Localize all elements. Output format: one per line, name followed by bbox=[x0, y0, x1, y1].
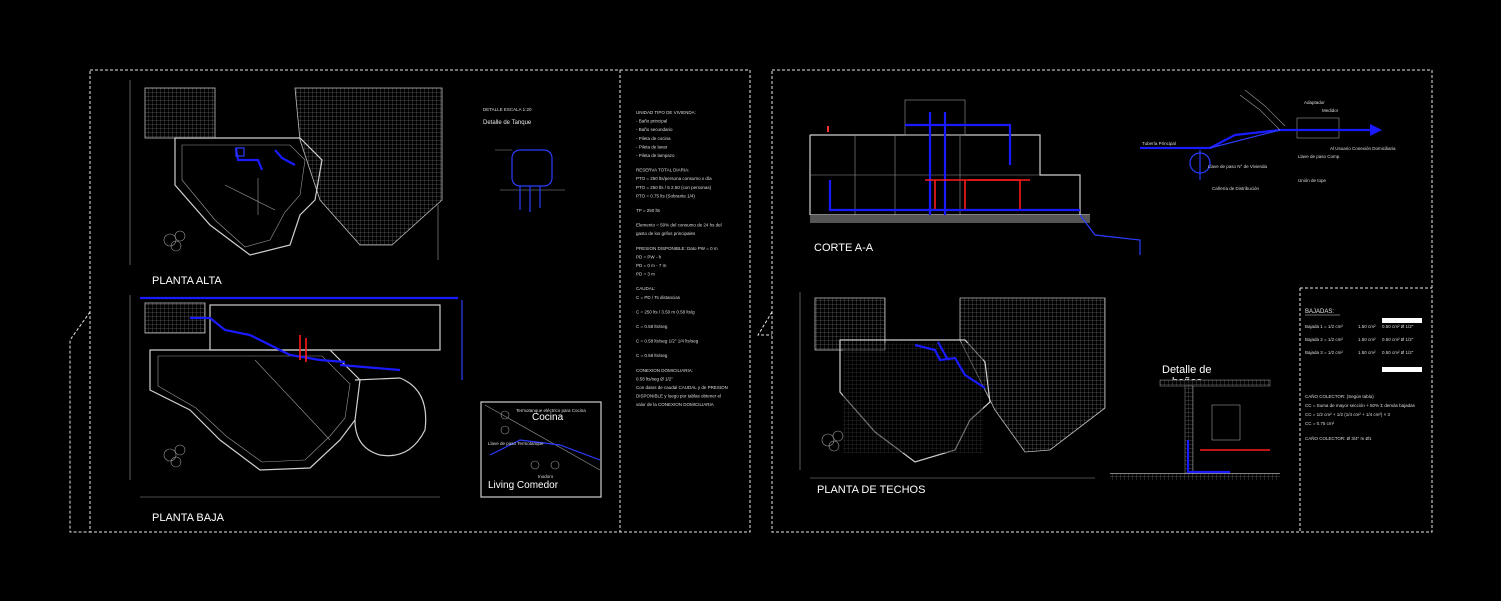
planta-techos-plan bbox=[799, 292, 1106, 479]
corte-aa-title: CORTE A-A bbox=[814, 242, 874, 254]
table-row-a: 1.50 cm² bbox=[1358, 324, 1376, 329]
table-row-label: Bajada 2 = 1/2 cm² bbox=[1305, 337, 1343, 342]
detail-box-label-3: Inodoro bbox=[538, 474, 554, 479]
notes-line: 0.58 lts/seg Ø 1/2" bbox=[636, 376, 673, 381]
table-cano-result: CAÑO COLECTOR: Ø 3/4" m Ø1 bbox=[1305, 435, 1372, 441]
notes-line: valor de la CONEXION DOMICILIARIA bbox=[636, 402, 714, 407]
conn-label-8: Unión de tope bbox=[1298, 178, 1327, 183]
sheet-right: CORTE A-A Tubería Principal Llave de pas… bbox=[757, 69, 1433, 533]
notes-line: - Pileta de cocina bbox=[636, 136, 671, 141]
planta-baja-plan bbox=[129, 295, 463, 498]
detail-box-living: Living Comedor bbox=[488, 480, 559, 491]
notes-line: Con datos de caudal CAUDAL y de PRESION bbox=[636, 385, 728, 390]
notes-line: TP = 250 lts bbox=[636, 208, 661, 213]
sheet-left: PLANTA ALTA PLANTA BAJA DETALLE ESCALA 1… bbox=[69, 69, 751, 533]
table-cano-title: CAÑO COLECTOR: (Según tabla) bbox=[1305, 393, 1374, 399]
conn-label-2: Llave de paso N° de Vivienda bbox=[1208, 164, 1268, 169]
detalle-banos: Detalle de baños bbox=[1110, 364, 1280, 480]
connection-detail: Tubería Principal Llave de paso N° de Vi… bbox=[1140, 89, 1396, 191]
notes-line: DISPONIBLE y luego por tablas obtener el bbox=[636, 394, 721, 399]
notes-line: PD = 3 m bbox=[636, 272, 655, 277]
table-cano-line: CC = Suma de mayor sección + 50% Σ demás… bbox=[1305, 403, 1416, 408]
notes-line: CAUDAL: bbox=[636, 286, 656, 291]
planta-baja-title: PLANTA BAJA bbox=[152, 512, 225, 524]
detail-box-label-1: Termotanque eléctrico para Cocina bbox=[516, 408, 586, 413]
planta-techos-title: PLANTA DE TECHOS bbox=[817, 484, 925, 496]
detail-box-cocina: Cocina bbox=[532, 412, 564, 423]
bajadas-table: BAJADAS: Bajada 1 = 1/2 cm² 1.50 cm² 0.50 … bbox=[1305, 309, 1422, 441]
conn-label-3: Cañería de Distribución bbox=[1212, 186, 1260, 191]
notes-line: C = 0.58 lts/seg bbox=[636, 353, 668, 358]
table-row-label: Bajada 3 = 1/2 cm² bbox=[1305, 350, 1343, 355]
notes-line: - Pileta de lampazo bbox=[636, 153, 675, 158]
sheet-left-notch bbox=[69, 311, 91, 533]
tank-detail-subtitle: Detalle de Tanque bbox=[483, 120, 532, 126]
table-cano-line: CC = 0.75 cm² bbox=[1305, 421, 1335, 426]
notes-line: RESERVA TOTAL DIARIA: bbox=[636, 168, 689, 173]
tank-detail-title: DETALLE ESCALA 1:20 bbox=[483, 107, 532, 112]
notes-line: - Baño secundario bbox=[636, 127, 673, 132]
notes-line: PRESION DISPONIBLE: Dato PW = 0 m bbox=[636, 246, 718, 251]
table-row-a: 1.50 cm² bbox=[1358, 350, 1376, 355]
conn-label-4: Al Usuario Conexión Domiciliaria bbox=[1330, 146, 1396, 151]
notes-line: CONEXION DOMICILIARIA: bbox=[636, 368, 693, 373]
planta-alta-title: PLANTA ALTA bbox=[152, 275, 222, 287]
table-row-label: Bajada 1 = 1/2 cm² bbox=[1305, 324, 1343, 329]
table-row-a: 1.50 cm² bbox=[1358, 337, 1376, 342]
planta-alta-plan bbox=[129, 80, 443, 265]
notes-line: PD = 0 m - 7 m bbox=[636, 263, 667, 268]
sheet-right-border bbox=[771, 69, 1433, 533]
notes-line: C = 250 lts / 3.50 m 0.58 lts/g bbox=[636, 309, 695, 314]
table-cano-line: CC = 1/2 cm² + 1/2 (1/4 cm² + 1/4 cm²) ×… bbox=[1305, 412, 1391, 417]
table-title: BAJADAS: bbox=[1305, 309, 1334, 315]
sheet-left-border bbox=[89, 69, 751, 533]
notes-line: PD = PW - h bbox=[636, 254, 662, 259]
notes-line: - Pileta de lavar bbox=[636, 144, 668, 149]
notes-line: gasto de los grifos principales bbox=[636, 231, 696, 236]
notes-line: C = 0.58 lts/seg 1/2" 1/4 lts/seg bbox=[636, 339, 699, 344]
detalle-banos-title-1: Detalle de bbox=[1162, 364, 1212, 376]
notes-line: PTO = 0.75 lts (Sobrante 1/4) bbox=[636, 193, 695, 198]
table-row-b: 0.50 cm² Ø 1/2" bbox=[1382, 324, 1414, 329]
conn-label-5: Medidor bbox=[1322, 108, 1339, 113]
conn-label-7: Llave de paso Comp. bbox=[1298, 154, 1341, 159]
conn-label-6: Adaptador bbox=[1304, 100, 1325, 105]
notes-line: PTO = 250 lts/persona consumo x día bbox=[636, 176, 712, 181]
notes-line: Elemento = 50% del consumo de 24 hs del bbox=[636, 223, 722, 228]
table-row-b: 0.50 cm² Ø 1/2" bbox=[1382, 350, 1414, 355]
corte-aa-section bbox=[809, 99, 1141, 255]
tank-detail: DETALLE ESCALA 1:20 Detalle de Tanque bbox=[483, 107, 565, 212]
detail-box: Cocina Living Comedor Termotanque eléctr… bbox=[480, 401, 602, 498]
notes-line: C = 0.58 lts/seg bbox=[636, 324, 668, 329]
notes-line: PTO = 250 lts / 5 2.50 (con personas) bbox=[636, 185, 712, 190]
conn-label-1: Tubería Principal bbox=[1142, 141, 1176, 146]
detail-box-label-2: Llave de paso Termotanque bbox=[488, 441, 544, 446]
notes-line: UNIDAD TIPO DE VIVIENDA: bbox=[636, 110, 696, 115]
notes-column: UNIDAD TIPO DE VIVIENDA: - Baño principal… bbox=[636, 110, 728, 407]
notes-line: C = PD / Ts distancias bbox=[636, 295, 681, 300]
table-row-b: 0.50 cm² Ø 1/2" bbox=[1382, 337, 1414, 342]
notes-line: - Baño principal bbox=[636, 119, 667, 124]
